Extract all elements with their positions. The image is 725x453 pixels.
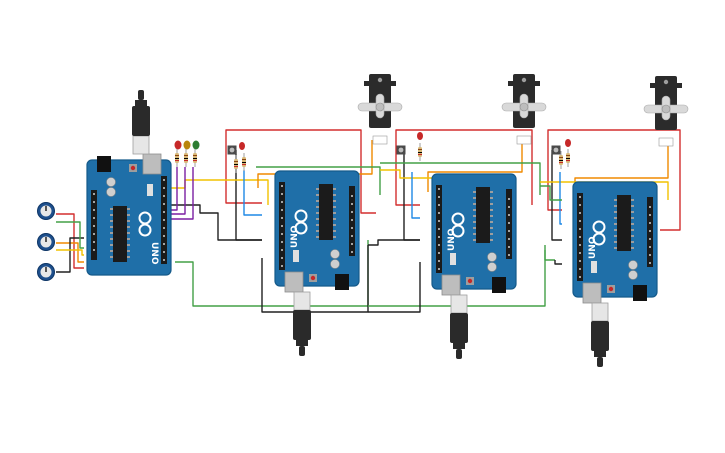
potentiometer[interactable] [37,263,55,281]
servo-motor [643,75,689,147]
wire-green [56,221,84,249]
led-yellow [183,140,191,168]
wire-green [544,250,555,261]
servo-motor [501,73,547,145]
wire-black [56,237,84,273]
board-label: UNO [447,228,457,251]
arduino-board-node-3 [572,181,658,304]
potentiometer[interactable] [37,202,55,220]
wire-black [261,245,369,313]
wire-black [168,204,262,241]
wire-purple [168,167,194,220]
usb-plug [292,291,312,357]
pushbutton[interactable] [551,145,561,155]
pushbutton[interactable] [227,145,237,155]
wire-green [540,185,562,201]
arduino-board-node-1 [274,170,360,293]
wire-green [368,245,546,307]
led-red [239,142,247,172]
arduino-board-node-2 [431,173,517,296]
led-red [565,139,571,168]
wire-layer [56,129,681,313]
wire-purple [168,167,186,215]
wire-yellow [56,249,84,256]
wire-green [256,166,381,195]
wire-red [547,129,681,231]
wire-black [368,262,421,313]
led-red [417,132,423,162]
pushbutton[interactable] [396,145,406,155]
wire-blue [559,172,562,225]
wire-black [368,239,420,246]
board-label: UNO [149,242,159,265]
board-label: UNO [290,225,300,248]
wire-black [551,150,562,241]
board-label: UNO [588,236,598,259]
potentiometer[interactable] [37,233,55,251]
usb-plug [131,89,151,155]
wire-red [225,129,376,214]
wire-blue [411,172,420,219]
wire-orange [56,242,84,263]
wire-black [554,260,562,265]
led-group [174,140,200,168]
led-green [192,140,200,168]
usb-plug [590,302,610,368]
led-red [174,140,182,168]
wire-yellow [168,179,269,205]
wire-blue [243,170,262,216]
wire-green [380,162,541,195]
wire-orange [427,142,523,192]
usb-plug [449,294,469,360]
wire-black [235,150,262,241]
wire-yellow [380,169,439,205]
wire-red [56,213,84,269]
